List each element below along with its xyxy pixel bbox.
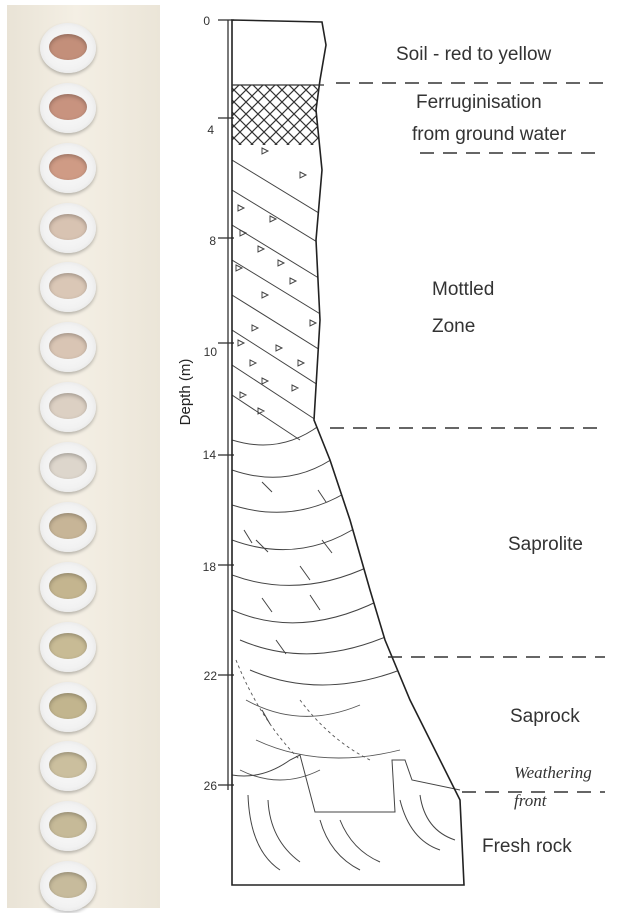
label-mottled-2: Zone: [432, 316, 475, 337]
label-soil: Soil - red to yellow: [396, 44, 552, 65]
tick-label-18: 18: [203, 560, 217, 574]
tick-label-8: 8: [209, 234, 216, 248]
saprolite-texture: [232, 425, 400, 724]
label-ferruginisation-1: Ferruginisation: [416, 92, 542, 113]
tick-label-26: 26: [204, 779, 218, 793]
mottled-zone-texture: [232, 148, 322, 440]
label-saprock: Saprock: [510, 706, 580, 727]
tick-label-10: 10: [204, 345, 218, 359]
tick-label-0: 0: [203, 14, 210, 28]
depth-axis: 0 4 8 10 14 18 22 26 Depth (m): [177, 14, 234, 793]
depth-axis-title: Depth (m): [177, 359, 194, 426]
profile-column: [232, 20, 464, 885]
ferruginisation-hatch: [232, 85, 324, 145]
label-fresh-rock: Fresh rock: [482, 836, 572, 857]
label-weathering-front-2: front: [514, 791, 548, 810]
column-outline: [232, 20, 464, 885]
zone-boundaries: [330, 83, 610, 792]
label-mottled-1: Mottled: [432, 279, 494, 300]
tick-label-4: 4: [207, 123, 214, 137]
label-ferruginisation-2: from ground water: [412, 124, 567, 145]
tick-label-14: 14: [203, 448, 217, 462]
tick-label-22: 22: [204, 669, 218, 683]
label-weathering-front-1: Weathering: [514, 763, 592, 782]
fresh-rock-texture: [232, 755, 460, 870]
label-saprolite: Saprolite: [508, 534, 583, 555]
